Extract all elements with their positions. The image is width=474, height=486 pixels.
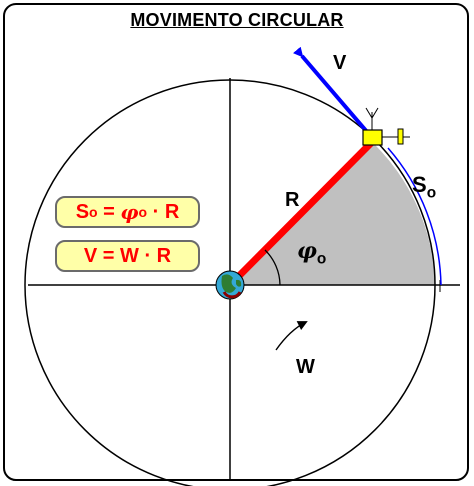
angular-velocity-label: W xyxy=(296,356,315,378)
angle-sector xyxy=(230,141,435,285)
formula-phi-sub: o xyxy=(138,204,148,220)
angle-phi: φ xyxy=(297,238,317,264)
arc-s-sub: o xyxy=(426,184,437,202)
angle-phi-sub: o xyxy=(316,250,327,268)
outer-frame xyxy=(3,3,469,481)
rotation-arrow-icon xyxy=(275,321,308,351)
angle-label: φo xyxy=(297,238,326,268)
radius-label: R xyxy=(285,189,300,211)
earth-icon xyxy=(215,270,245,300)
formula-s-sub: o xyxy=(89,204,98,220)
velocity-vector xyxy=(292,46,376,142)
formula-eq: = xyxy=(97,200,121,223)
velocity-formula: V = W · R xyxy=(83,244,172,267)
arc-s: S xyxy=(412,172,427,197)
arc-length-label: So xyxy=(412,172,436,202)
formula-rest: · R xyxy=(147,200,180,223)
velocity-formula-box: V = W · R xyxy=(55,240,200,272)
page-title: MOVIMENTO CIRCULAR xyxy=(130,10,344,30)
angle-arc xyxy=(264,249,281,286)
radius-line xyxy=(227,139,375,288)
satellite-icon xyxy=(362,107,410,146)
velocity-label: V xyxy=(333,52,347,74)
formula-s: S xyxy=(75,200,90,223)
formula-phi: φ xyxy=(120,200,139,224)
arc-length-path xyxy=(387,147,442,286)
